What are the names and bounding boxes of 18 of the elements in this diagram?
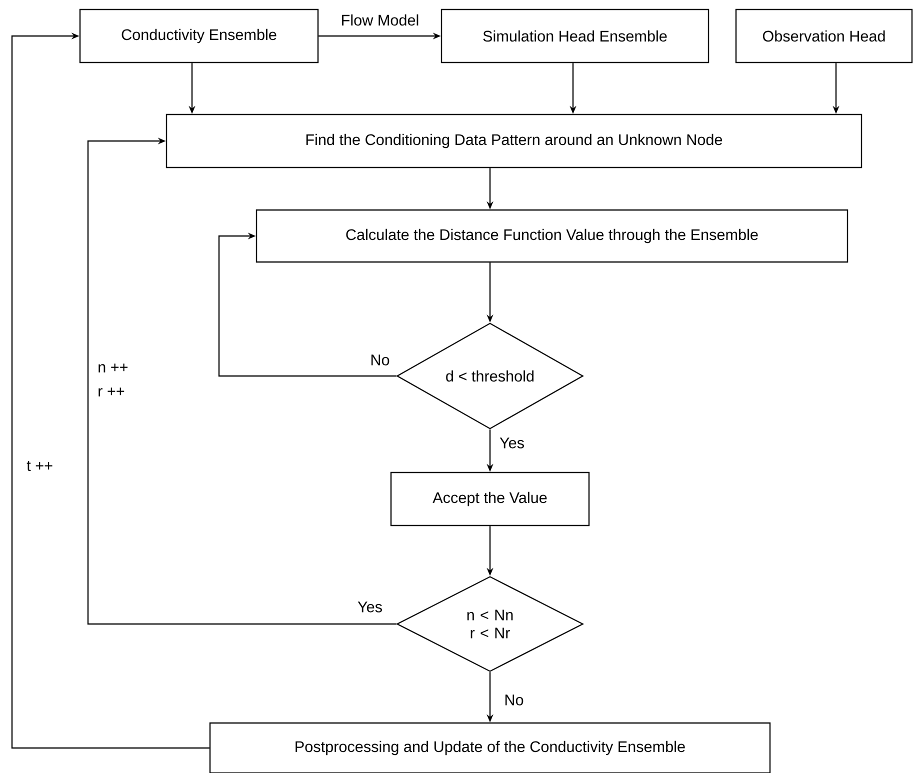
edge-label: No: [371, 354, 390, 366]
edge-label: No: [505, 694, 524, 706]
edge-label: Flow Model: [342, 14, 418, 26]
arrow: [87, 138, 396, 625]
edge-label: Yes: [358, 602, 382, 612]
process-box: Find the Conditioning Data Pattern around an Unknown Node: [166, 114, 862, 168]
edge-label: Yes: [500, 438, 524, 448]
process-box: Simulation Head Ensemble: [440, 8, 710, 64]
process-box: Calculate the Distance Function Value through the Ensemble: [256, 209, 848, 263]
process-box: Conductivity Ensemble: [79, 8, 319, 64]
arrow: [218, 232, 396, 377]
process-box: Postprocessing and Update of the Conductivity Ensemble: [209, 722, 771, 773]
arrow: [11, 32, 210, 749]
loop-counter-label: n ++: [98, 364, 128, 372]
loop-counter-label: r ++: [98, 388, 124, 396]
loop-counter-label: t ++: [26, 460, 52, 472]
process-box: Observation Head: [735, 8, 913, 64]
process-box: Accept the Value: [390, 472, 590, 526]
